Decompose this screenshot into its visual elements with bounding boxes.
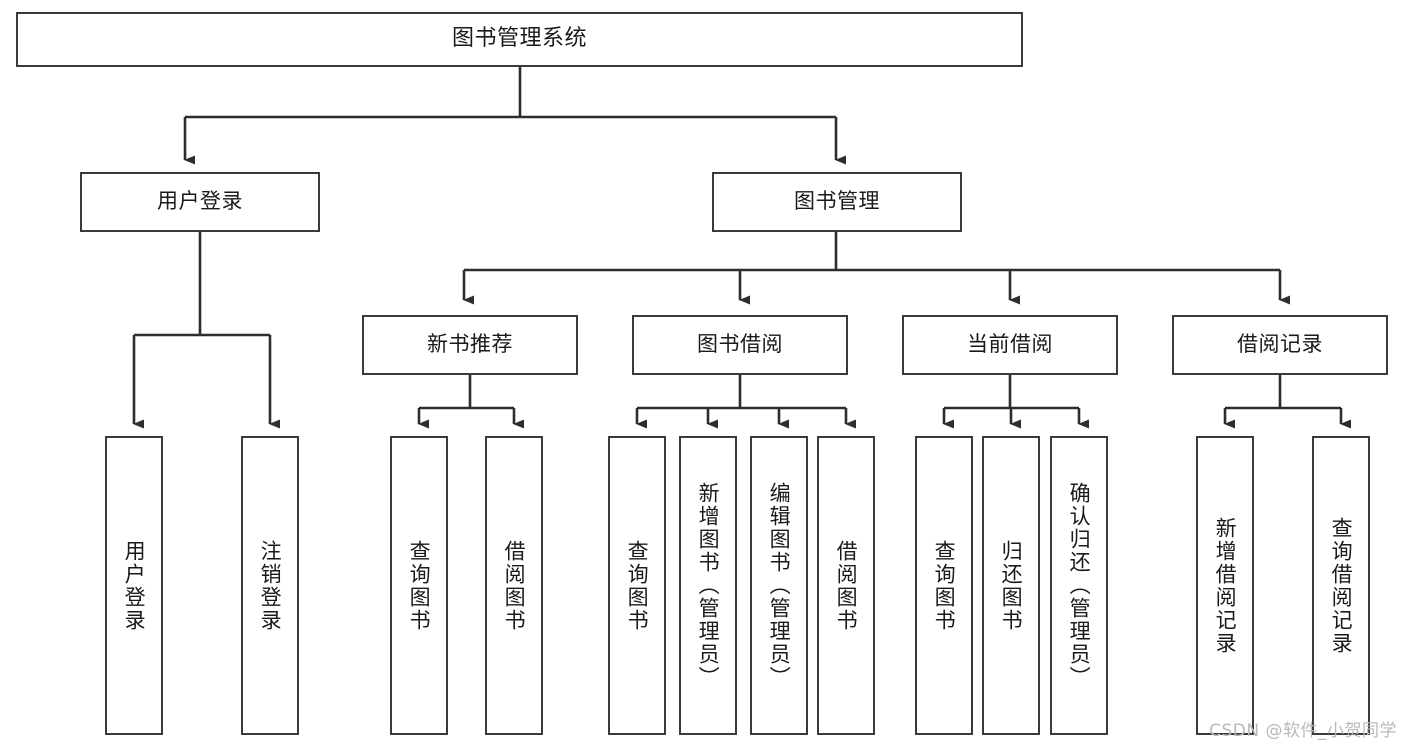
leaf-borrow-add-book-admin[interactable]: 新增图书（管理员） (679, 436, 737, 735)
leaf-label: 新增图书（管理员） (696, 482, 721, 689)
leaf-borrow-edit-book-admin[interactable]: 编辑图书（管理员） (750, 436, 808, 735)
leaf-label: 借阅图书 (502, 539, 527, 632)
leaf-label: 查询图书 (932, 539, 957, 632)
leaf-user-login[interactable]: 用户登录 (105, 436, 163, 735)
leaf-record-add-record[interactable]: 新增借阅记录 (1196, 436, 1254, 735)
csdn-watermark: CSDN @软件_小贺同学 (1209, 721, 1397, 741)
leaf-label: 新增借阅记录 (1213, 516, 1238, 655)
leaf-label: 归还图书 (999, 539, 1024, 632)
leaf-current-return-book[interactable]: 归还图书 (982, 436, 1040, 735)
node-book-management[interactable]: 图书管理 (712, 172, 962, 232)
leaf-user-logout[interactable]: 注销登录 (241, 436, 299, 735)
leaf-current-query-book[interactable]: 查询图书 (915, 436, 973, 735)
leaf-label: 用户登录 (122, 539, 147, 632)
leaf-label: 注销登录 (258, 539, 283, 632)
node-user-login[interactable]: 用户登录 (80, 172, 320, 232)
node-root-system[interactable]: 图书管理系统 (16, 12, 1023, 67)
leaf-recommend-borrow-book[interactable]: 借阅图书 (485, 436, 543, 735)
node-book-borrow[interactable]: 图书借阅 (632, 315, 848, 375)
leaf-label: 确认归还（管理员） (1067, 482, 1092, 689)
node-borrow-record[interactable]: 借阅记录 (1172, 315, 1388, 375)
leaf-borrow-query-book[interactable]: 查询图书 (608, 436, 666, 735)
leaf-label: 借阅图书 (834, 539, 859, 632)
leaf-label: 编辑图书（管理员） (767, 482, 792, 689)
node-current-borrow[interactable]: 当前借阅 (902, 315, 1118, 375)
leaf-borrow-borrow-book[interactable]: 借阅图书 (817, 436, 875, 735)
leaf-recommend-query-book[interactable]: 查询图书 (390, 436, 448, 735)
node-new-book-recommend[interactable]: 新书推荐 (362, 315, 578, 375)
leaf-record-query-record[interactable]: 查询借阅记录 (1312, 436, 1370, 735)
leaf-label: 查询图书 (625, 539, 650, 632)
leaf-label: 查询图书 (407, 539, 432, 632)
leaf-current-confirm-return-admin[interactable]: 确认归还（管理员） (1050, 436, 1108, 735)
leaf-label: 查询借阅记录 (1329, 516, 1354, 655)
